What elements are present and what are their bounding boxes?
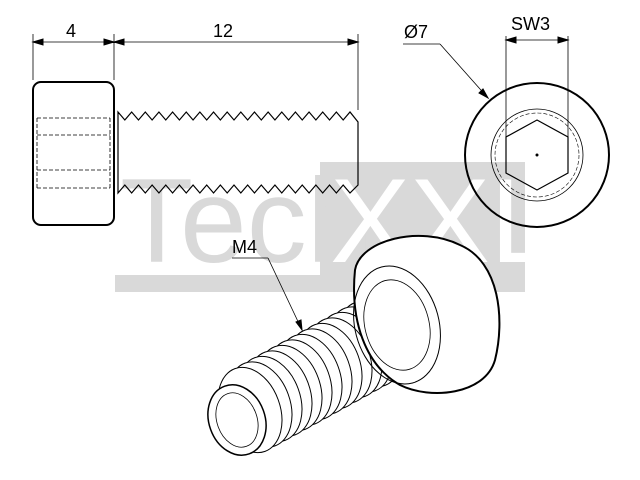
side-view: [31, 34, 360, 226]
isometric-view: [207, 234, 501, 456]
dimension-head-length: 4: [66, 21, 76, 41]
dimension-thread-size: M4: [232, 237, 257, 257]
watermark-tech: Tech: [120, 154, 373, 288]
dimension-thread-length: 12: [213, 21, 233, 41]
dimension-head-diameter: Ø7: [404, 22, 428, 42]
dimension-hex-size: SW3: [511, 14, 550, 34]
end-view: [403, 36, 610, 228]
watermark-logo: Tech XXL: [115, 154, 557, 292]
